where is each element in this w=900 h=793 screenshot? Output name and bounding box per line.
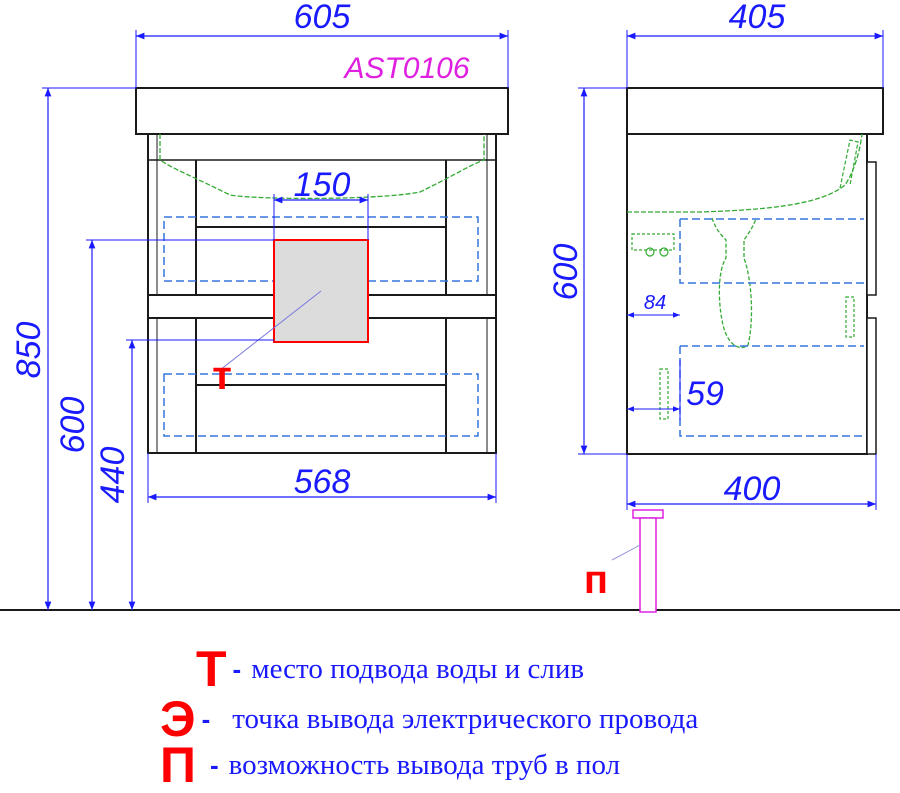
legend-letter-e: Э — [160, 691, 196, 747]
dim-bottom-width: 568 — [294, 463, 351, 501]
legend-row-water: Т - место подвода воды и слив — [196, 644, 584, 694]
dim-height-440: 440 — [94, 447, 132, 504]
dim-top-width: 605 — [294, 0, 351, 36]
front-dimensions: 605 AST0106 150 568 850 600 440 т — [10, 0, 509, 610]
floor-pipe: п — [584, 509, 664, 613]
legend-text-water: место подвода воды и слив — [251, 652, 585, 685]
marker-p: п — [584, 558, 608, 602]
side-dimensions: 405 600 84 59 400 — [547, 0, 884, 510]
legend-dash: - — [209, 749, 219, 780]
legend-dash: - — [201, 703, 211, 734]
front-countertop — [135, 87, 509, 135]
legend-row-floor: П - возможность вывода труб в пол — [160, 740, 620, 790]
legend-letter-p: П — [160, 737, 196, 793]
side-sink-outline — [627, 133, 863, 213]
dim-59: 59 — [686, 375, 724, 413]
side-view — [626, 87, 884, 455]
side-upper-drawer-hidden — [679, 218, 864, 284]
dim-84: 84 — [644, 292, 666, 314]
side-siphon — [711, 217, 757, 349]
front-view — [135, 87, 509, 454]
front-lower-drawer-hidden — [163, 373, 479, 437]
dim-height-600: 600 — [54, 397, 92, 454]
side-cabinet-body — [626, 133, 868, 455]
legend: Т - место подвода воды и слив Э - точка … — [0, 630, 900, 790]
model-code: AST0106 — [342, 52, 469, 85]
legend-text-electric: точка вывода электрического провода — [232, 702, 699, 735]
legend-text-floor: возможность вывода труб в пол — [228, 748, 621, 781]
dim-side-top-depth: 405 — [729, 0, 786, 36]
dim-total-height: 850 — [10, 322, 48, 379]
dim-side-bottom-depth: 400 — [724, 470, 781, 508]
legend-letter-t: Т — [196, 641, 227, 697]
front-sink-outline — [159, 134, 485, 200]
technical-drawing: 605 AST0106 150 568 850 600 440 т — [0, 0, 900, 613]
marker-t: т — [212, 354, 232, 398]
dim-opening-width: 150 — [294, 166, 351, 204]
dim-side-height: 600 — [547, 244, 585, 301]
side-countertop — [626, 87, 884, 135]
legend-row-electric: Э - точка вывода электрического провода — [160, 694, 698, 744]
legend-dash: - — [232, 653, 242, 684]
